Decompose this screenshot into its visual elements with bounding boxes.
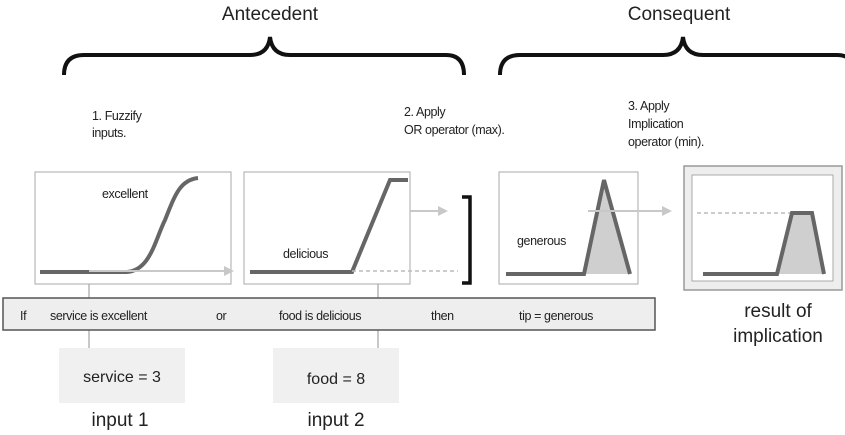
rule-if: If (20, 309, 27, 323)
consequent-title: Consequent (628, 4, 731, 25)
rule-service: service is excellent (50, 309, 148, 323)
step1-line2: inputs. (92, 126, 126, 140)
excellent-curve (40, 176, 199, 274)
service-input-box (59, 348, 185, 403)
excellent-label: excellent (102, 187, 149, 201)
result-label-line1: result of (744, 301, 812, 322)
generous-label: generous (517, 234, 566, 248)
step2-line1: 2. Apply (404, 105, 446, 119)
antecedent-title: Antecedent (222, 4, 319, 25)
food-input-box (273, 348, 399, 403)
generous-curve (506, 179, 632, 276)
rule-then: then (431, 309, 454, 323)
step2-line2: OR operator (max). (404, 123, 504, 137)
max-bracket (462, 195, 472, 285)
input1-label: input 1 (91, 410, 148, 431)
step3-line3: operator (min). (628, 135, 704, 149)
rule-food: food is delicious (279, 309, 361, 323)
rule-tip: tip = generous (519, 309, 593, 323)
delicious-curve (250, 178, 408, 274)
service-input-value: service = 3 (83, 369, 161, 386)
step3-line2: Implication (628, 117, 684, 131)
generous-fill (584, 185, 630, 274)
food-input-value: food = 8 (307, 371, 365, 388)
rule-or: or (216, 309, 227, 323)
rule-bar (2, 297, 656, 331)
delicious-plot (243, 171, 411, 285)
result-curve (703, 211, 826, 276)
antecedent-brace (62, 36, 466, 76)
step1-line1: 1. Fuzzify (92, 109, 143, 123)
input2-label: input 2 (307, 410, 364, 431)
excellent-plot (34, 171, 232, 285)
step3-line1: 3. Apply (628, 99, 670, 113)
result-label-line2: implication (733, 326, 823, 347)
delicious-label: delicious (283, 247, 328, 261)
consequent-brace (498, 36, 845, 76)
